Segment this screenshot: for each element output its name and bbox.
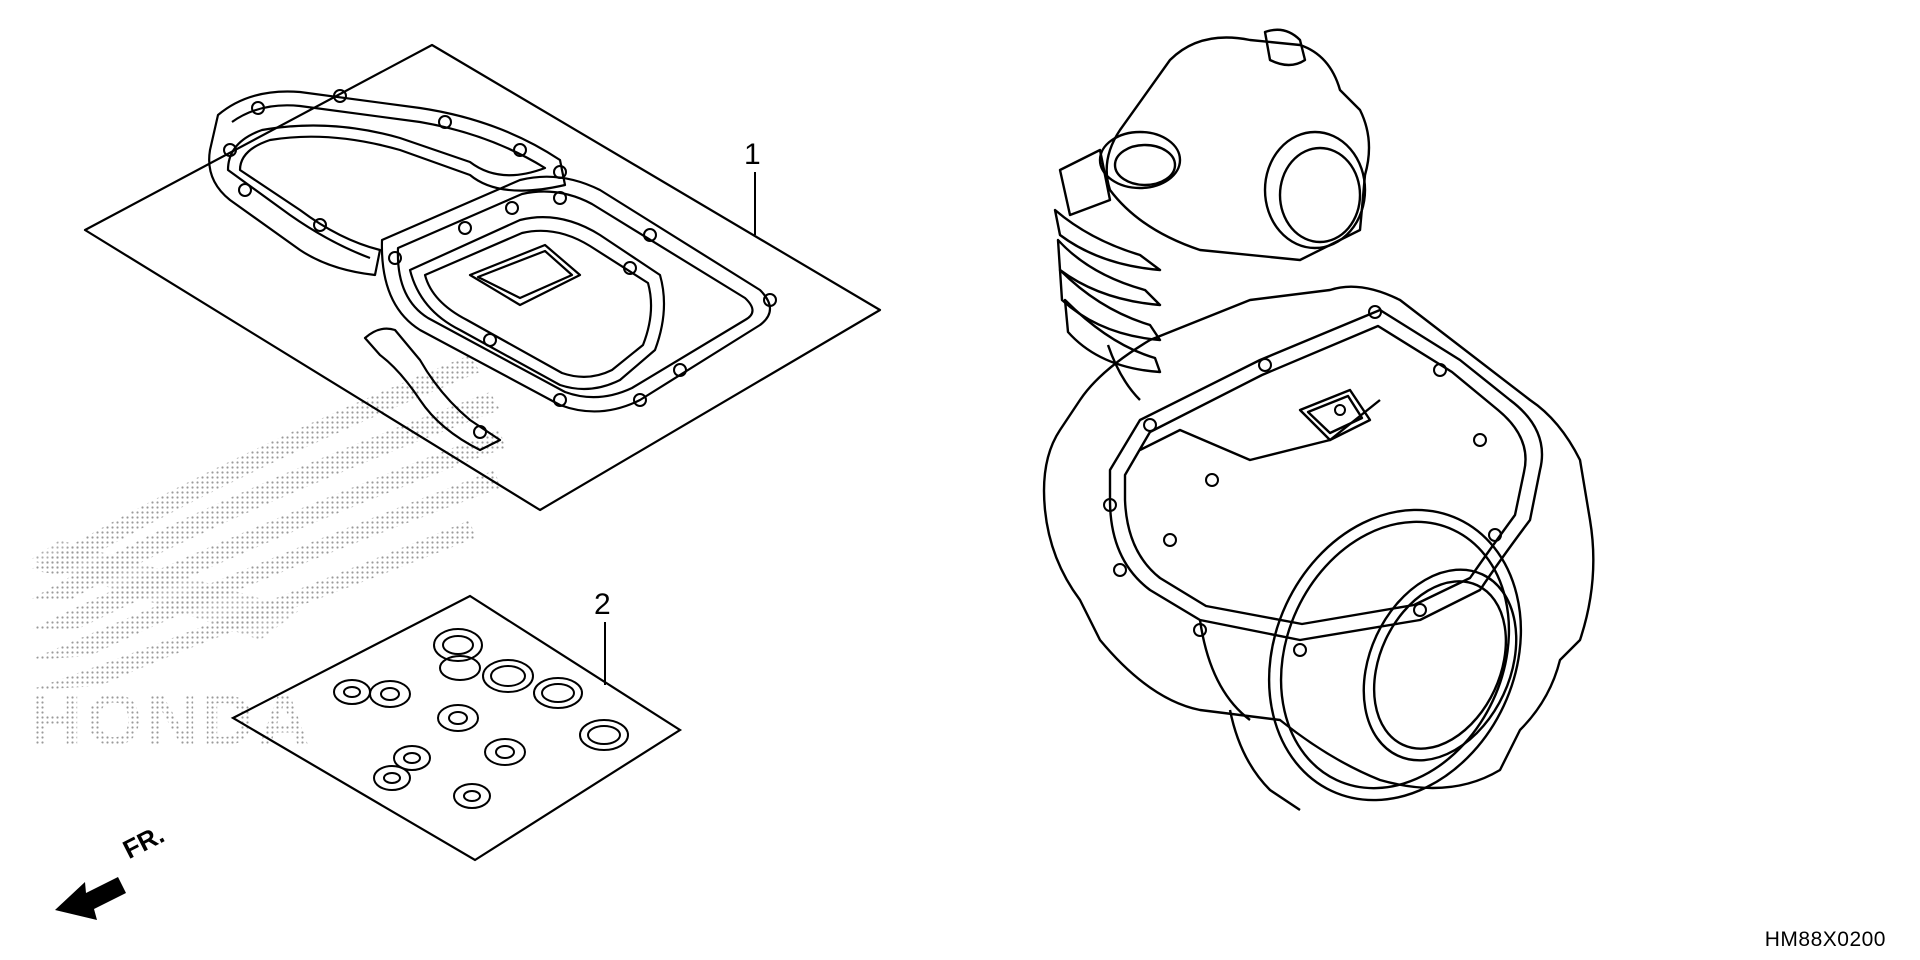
gasket-kit-b-illustration bbox=[230, 594, 683, 862]
callout-number-2: 2 bbox=[594, 588, 611, 621]
gasket-kit-b-sheet bbox=[230, 594, 683, 862]
honda-wing-watermark bbox=[30, 355, 505, 690]
engine-illustration bbox=[1042, 28, 1595, 811]
front-direction-arrow-icon bbox=[55, 877, 126, 920]
gasket-kit-a-sheet bbox=[83, 43, 882, 512]
diagram-code: HM88X0200 bbox=[1764, 928, 1886, 951]
honda-watermark-text: HONDA bbox=[30, 681, 314, 761]
callout-number-1: 1 bbox=[744, 138, 761, 171]
gasket-kit-a-illustration bbox=[83, 43, 882, 512]
